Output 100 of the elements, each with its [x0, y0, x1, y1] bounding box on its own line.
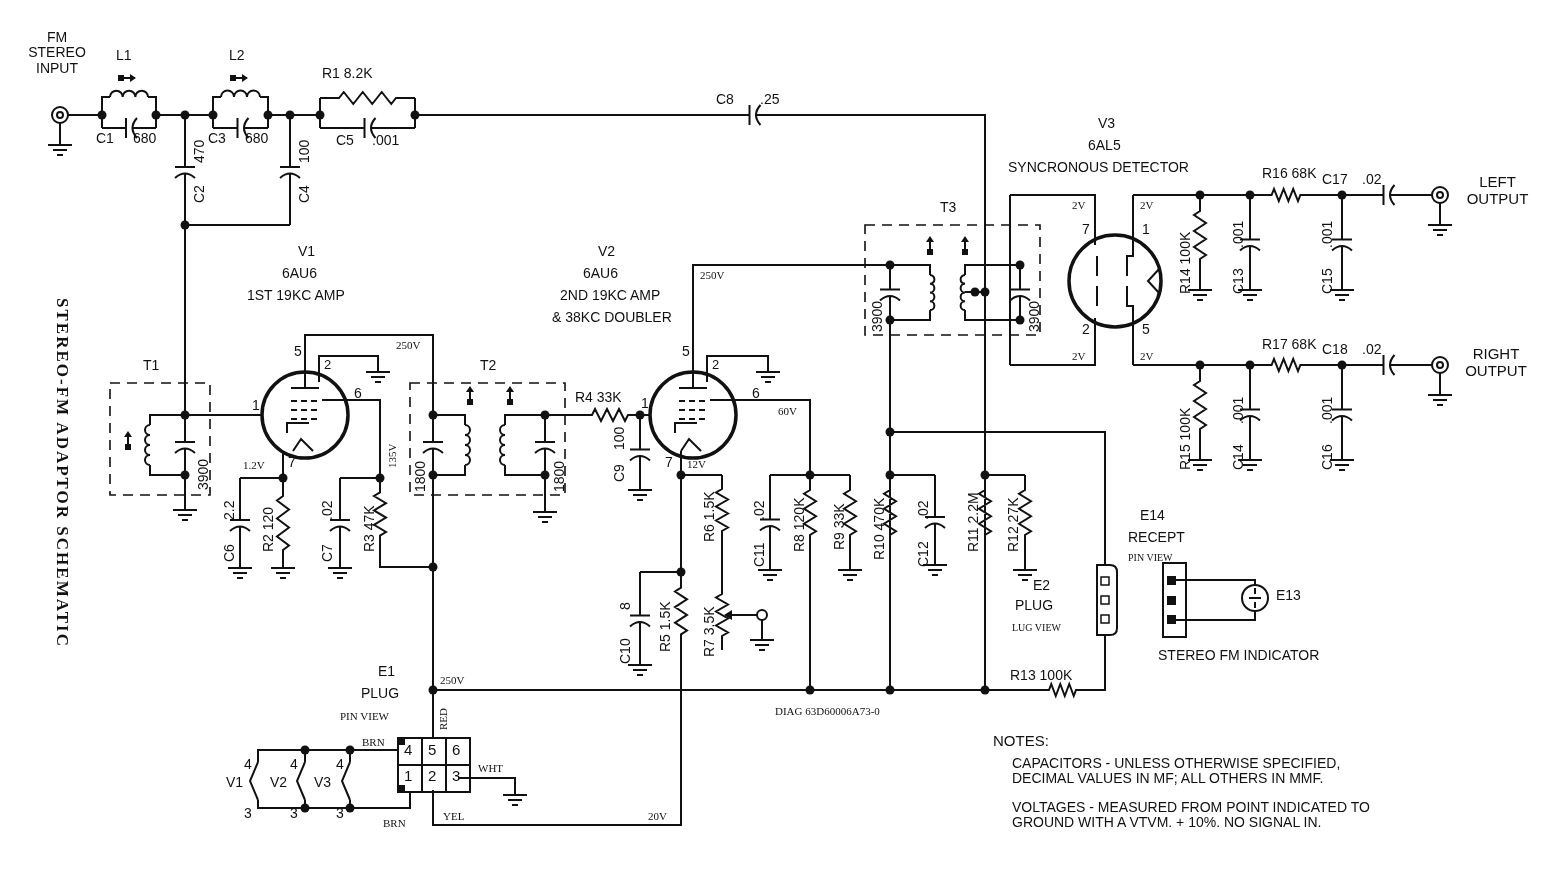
voltage-label: 1.2V [243, 459, 265, 472]
component-label: 6AU6 [583, 266, 619, 282]
component-label: .02 [916, 500, 932, 520]
pin-number: 6 [752, 386, 760, 402]
component-label: & 38KC DOUBLER [552, 310, 672, 326]
component-label: C15 [1320, 268, 1336, 294]
component-label: 470 [192, 139, 208, 163]
component-label: .001 [1320, 396, 1336, 424]
component-label: R12 27K [1006, 497, 1022, 552]
component-label: .02 [320, 500, 336, 520]
component-label: .25 [760, 92, 780, 108]
component-label: C4 [297, 185, 313, 203]
component-label: 680 [133, 131, 157, 147]
component-label: R6 1.5K [702, 491, 718, 542]
pin-number: 5 [294, 344, 302, 360]
component-label: L1 [116, 48, 132, 64]
component-label: .001 [1320, 220, 1336, 248]
pin-number: 6 [354, 386, 362, 402]
component-label: LUG VIEW [1012, 622, 1061, 633]
wire-color-label: WHT [478, 762, 504, 775]
component-label: L2 [229, 48, 245, 64]
component-label: C3 [208, 131, 226, 147]
component-label: 1ST 19KC AMP [247, 288, 345, 304]
pin-number: 2 [1082, 322, 1090, 338]
component-label: C18 [1322, 342, 1348, 358]
component-label: .001 [1231, 396, 1247, 424]
note-text: CAPACITORS - UNLESS OTHERWISE SPECIFIED, DECIMAL VALUES IN MF; ALL OTHERS IN MMF. [1012, 756, 1342, 787]
component-label: PLUG [361, 686, 400, 702]
component-label: .02 [1362, 172, 1382, 188]
component-label: .02 [1362, 342, 1382, 358]
component-label: 100 [297, 139, 313, 163]
component-label: R10 470K [872, 497, 888, 560]
component-label: 1800 [413, 460, 429, 492]
component-label: .001 [1231, 220, 1247, 248]
component-label: V2 [598, 244, 616, 260]
voltage-label: 135V [386, 443, 399, 468]
voltage-label: 2V [1072, 350, 1086, 363]
component-label: R15 100K [1178, 407, 1194, 470]
voltage-label: 20V [648, 810, 667, 823]
component-label: E13 [1276, 588, 1301, 604]
component-label: C2 [192, 185, 208, 203]
component-label: R16 68K [1262, 166, 1317, 182]
voltage-label: 2V [1072, 199, 1086, 212]
component-label: C16 [1320, 444, 1336, 470]
voltage-label: 60V [778, 405, 797, 418]
wire-color-label: BRN [383, 817, 406, 830]
component-label: E1 [378, 664, 396, 680]
component-label: T3 [940, 200, 957, 216]
component-label: V1 [226, 775, 244, 791]
component-label: C6 [222, 544, 238, 562]
component-label: R11 2.2M [966, 492, 982, 552]
component-label: 6AL5 [1088, 138, 1121, 154]
pin-number: 1 [404, 768, 413, 785]
component-label: C17 [1322, 172, 1348, 188]
component-label: 6AU6 [282, 266, 318, 282]
pin-number: 7 [1082, 222, 1090, 238]
title: STEREO-FM ADAPTOR SCHEMATIC [52, 298, 72, 648]
pin-number: 5 [1142, 322, 1150, 338]
component-label: STEREO FM INDICATOR [1158, 648, 1320, 664]
voltage-label: 250V [700, 269, 725, 282]
voltage-label: 2V [1140, 350, 1154, 363]
component-label: C7 [320, 544, 336, 562]
component-label: V3 [1098, 116, 1116, 132]
pin-number: 4 [290, 757, 298, 773]
component-label: R13 100K [1010, 668, 1073, 684]
component-label: 3900 [196, 458, 212, 490]
pin-number: 5 [428, 742, 437, 759]
component-label: R7 3.5K [702, 606, 718, 657]
voltage-label: 2V [1140, 199, 1154, 212]
component-label: C13 [1231, 268, 1247, 294]
component-label: E14 [1140, 508, 1165, 524]
pin-number: 2 [324, 358, 332, 373]
component-label: R3 47K [362, 505, 378, 552]
component-label: T1 [143, 358, 160, 374]
component-label: C9 [612, 464, 628, 482]
pin-number: 2 [428, 768, 437, 785]
component-label: R5 1.5K [658, 601, 674, 652]
component-label: .001 [372, 133, 400, 149]
voltage-label: 12V [687, 458, 706, 471]
note-text: VOLTAGES - MEASURED FROM POINT INDICATED TO GROUND WITH A VTVM. + 10%. NO SIGNAL IN. [1012, 800, 1371, 831]
pin-number: 1 [1142, 222, 1150, 238]
drawing-number: DIAG 63D60006A73-0 [775, 705, 880, 718]
component-label: C1 [96, 131, 114, 147]
component-label: V1 [298, 244, 316, 260]
component-label: 8 [618, 602, 634, 610]
pin-number: 1 [252, 398, 260, 414]
component-label: PIN VIEW [340, 710, 389, 723]
component-label: V2 [270, 775, 288, 791]
pin-number: 4 [336, 757, 344, 773]
component-label: RECEPT [1128, 530, 1185, 546]
component-label: LEFT OUTPUT [1465, 174, 1530, 207]
wire-color-label: BRN [362, 736, 385, 749]
component-label: C10 [618, 638, 634, 664]
component-label: R17 68K [1262, 337, 1317, 353]
wire-color-label: YEL [443, 810, 465, 823]
component-label: 1800 [552, 460, 568, 492]
pin-number: 6 [452, 742, 461, 759]
wire-color-label: RED [437, 708, 450, 730]
pin-number: 7 [665, 455, 673, 471]
pin-number: 1 [641, 396, 649, 412]
